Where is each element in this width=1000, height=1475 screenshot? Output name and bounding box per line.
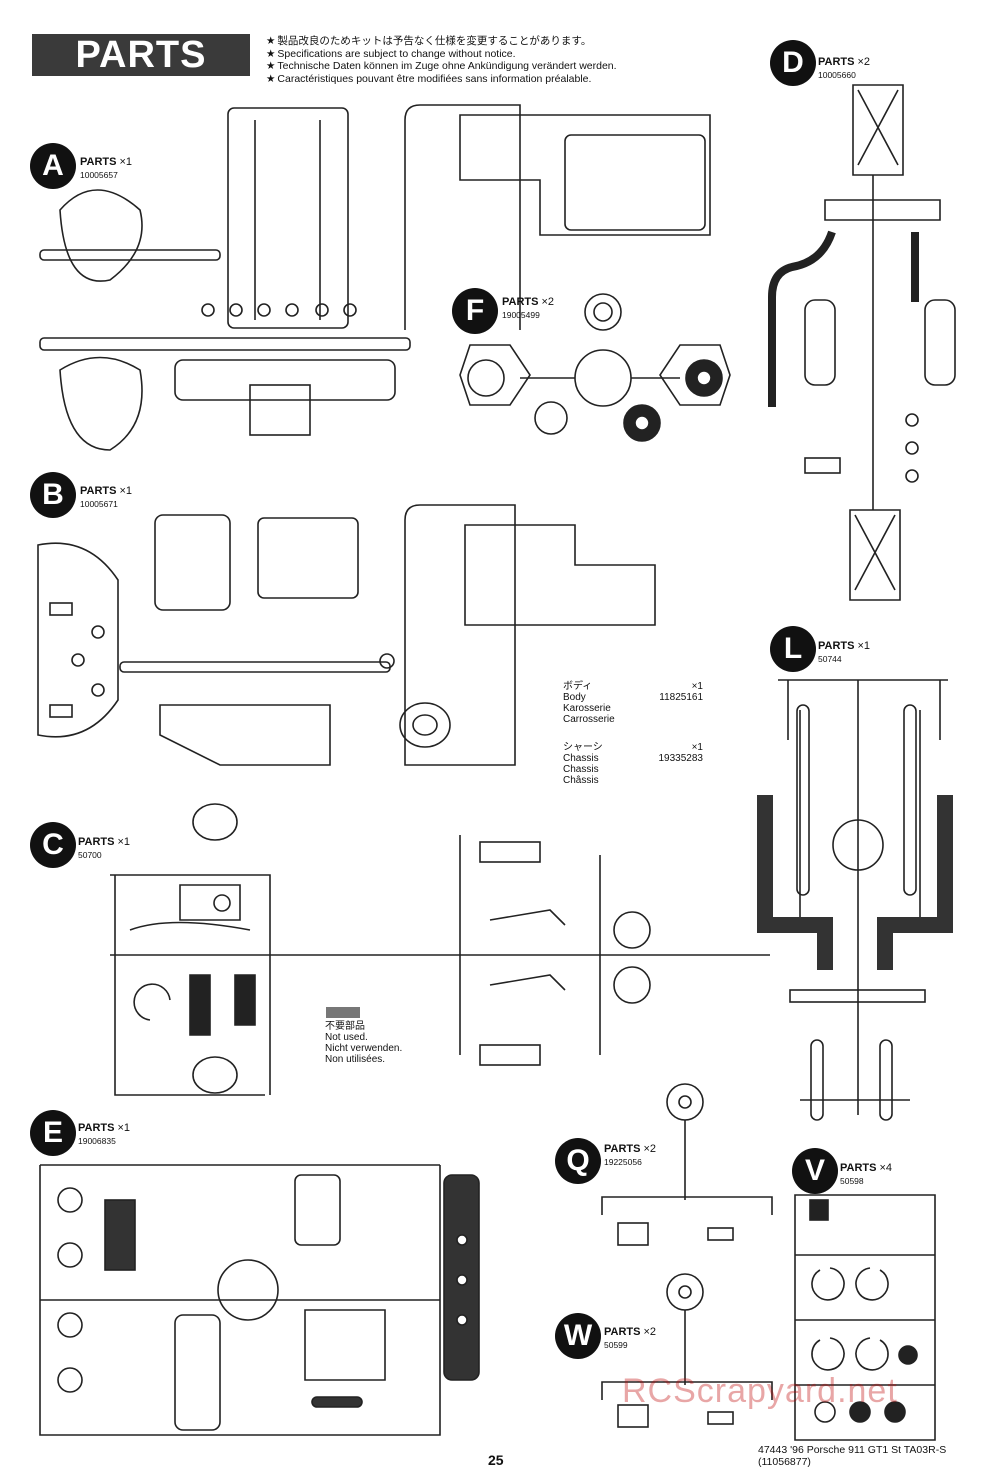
note-jp: 製品改良のためキットは予告なく仕様を変更することがあります。 xyxy=(266,35,617,48)
sprue-letter-d: D xyxy=(770,40,816,86)
chassis-fr: Châssis xyxy=(563,775,599,786)
sprue-letter-q: Q xyxy=(555,1138,601,1184)
page-title: PARTS xyxy=(32,34,250,76)
notes: 製品改良のためキットは予告なく仕様を変更することがあります。 Specifica… xyxy=(266,35,617,86)
chassis-code: 19335283 xyxy=(658,753,704,764)
sprue-letter-a: A xyxy=(30,143,76,189)
body-de: Karosserie xyxy=(563,703,611,714)
sprue-a-drawing xyxy=(39,104,711,451)
sprue-letter-e: E xyxy=(30,1110,76,1156)
sprue-f-drawing xyxy=(459,293,731,442)
sprue-v-drawing xyxy=(794,1194,936,1441)
sprue-b-drawing xyxy=(37,504,656,766)
body-jp: ボディ xyxy=(563,681,593,692)
sprue-letter-l: L xyxy=(770,626,816,672)
chassis-de: Chassis xyxy=(563,764,599,775)
sprue-letter-b: B xyxy=(30,472,76,518)
note-fr: Caractéristiques pouvant être modifiées … xyxy=(266,73,617,86)
chassis-part-entry: シャーシ ×1 Chassis 19335283 Chassis Châssis xyxy=(563,742,703,786)
unused-en: Not used. xyxy=(325,1032,368,1043)
sprue-letter-v: V xyxy=(792,1148,838,1194)
page-number: 25 xyxy=(488,1452,504,1468)
body-code: 11825161 xyxy=(659,692,703,703)
note-en: Specifications are subject to change wit… xyxy=(266,48,617,61)
body-fr: Carrosserie xyxy=(563,714,615,725)
sprue-l-drawing xyxy=(757,679,953,1121)
note-de: Technische Daten können im Zuge ohne Ank… xyxy=(266,60,616,73)
chassis-jp: シャーシ xyxy=(563,742,603,753)
sprue-c-drawing xyxy=(110,803,770,1096)
chassis-qty: ×1 xyxy=(691,742,703,753)
watermark: RCScrapyard.net xyxy=(622,1372,898,1410)
unused-fr: Non utilisées. xyxy=(325,1054,386,1065)
unused-swatch xyxy=(326,1007,360,1018)
sprue-letter-c: C xyxy=(30,822,76,868)
sprue-d-drawing xyxy=(768,84,956,601)
unused-de: Nicht verwenden. xyxy=(325,1043,403,1054)
body-part-entry: ボディ ×1 Body 11825161 Karosserie Carrosseri… xyxy=(563,681,703,725)
unused-legend: 不要部品 Not used. Nicht verwenden. Non util… xyxy=(325,1021,402,1065)
sprue-qw-drawing xyxy=(601,1083,773,1428)
model-footer: 47443 '96 Porsche 911 GT1 St TA03R-S (11… xyxy=(758,1444,947,1468)
chassis-en: Chassis xyxy=(563,753,599,764)
sprue-e-drawing xyxy=(39,1164,480,1436)
body-qty: ×1 xyxy=(691,681,703,692)
unused-jp: 不要部品 xyxy=(325,1021,365,1032)
sprue-letter-w: W xyxy=(555,1313,601,1359)
sprue-letter-f: F xyxy=(452,288,498,334)
body-en: Body xyxy=(563,692,586,703)
